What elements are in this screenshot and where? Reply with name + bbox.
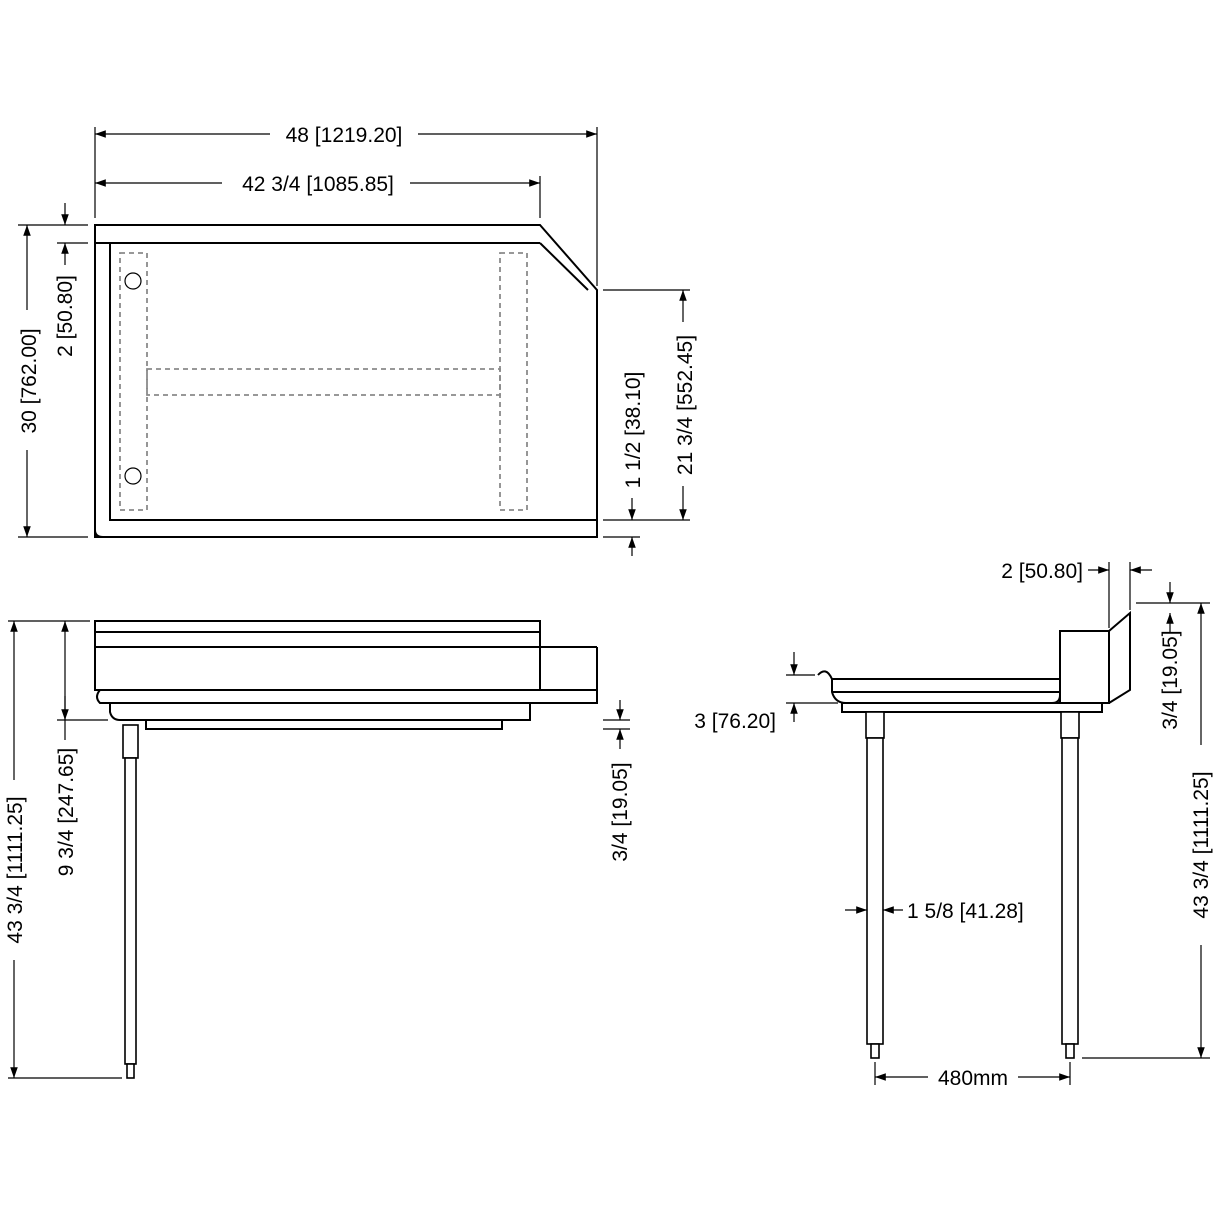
dim-splash-thickness: 2 [50.80] xyxy=(1001,560,1083,583)
front-view: 43 3/4 [1111.25] 9 3/4 [247.65] 3/4 [19.… xyxy=(4,620,632,1079)
backsplash-return xyxy=(1108,610,1131,704)
dim-height-overall-right: 43 3/4 [1111.25] xyxy=(1190,771,1213,918)
undershelf-channel xyxy=(145,719,503,730)
leg-front xyxy=(124,757,137,1065)
dim-height-overall-left: 43 3/4 [1111.25] xyxy=(4,796,27,943)
leg-side-right-foot xyxy=(1065,1043,1075,1059)
leg-hole-top xyxy=(124,272,142,290)
leg-side-left-foot xyxy=(870,1043,880,1059)
hidden-crossbar xyxy=(146,368,501,396)
leg-side-right-collar xyxy=(1060,711,1080,739)
trough-profile xyxy=(817,670,1061,704)
backsplash-side xyxy=(1059,630,1110,704)
leg-side-left xyxy=(866,737,884,1045)
table-top-front xyxy=(96,689,598,704)
dim-lip-left: 3/4 [19.05] xyxy=(609,762,632,861)
leg-side-left-collar xyxy=(865,711,885,739)
hidden-leg-frame-right xyxy=(499,252,528,511)
basin-outline xyxy=(109,243,597,521)
side-view: 2 [50.80] 3 [76.20] 3/4 [19.05] 43 3/4 [… xyxy=(694,560,1213,1090)
dim-front-depth: 21 3/4 [552.45] xyxy=(674,335,697,475)
dim-leg-spacing: 480mm xyxy=(938,1067,1008,1090)
dim-depth-overall: 30 [762.00] xyxy=(18,328,41,433)
dim-height-undershelf: 9 3/4 [247.65] xyxy=(55,748,78,876)
leg-hole-bottom xyxy=(124,467,142,485)
hidden-leg-frame-left xyxy=(119,252,148,511)
leg-side-right xyxy=(1061,737,1079,1045)
leg-front-foot xyxy=(126,1063,135,1079)
dim-backsplash-depth: 2 [50.80] xyxy=(54,275,77,357)
dim-lip-right: 3/4 [19.05] xyxy=(1159,630,1182,729)
dim-trough-depth: 3 [76.20] xyxy=(694,710,776,733)
dim-leg-diameter: 1 5/8 [41.28] xyxy=(907,900,1024,923)
front-corner xyxy=(94,520,104,538)
basin-underside xyxy=(109,703,531,721)
top-view: 48 [1219.20] 42 3/4 [1085.85] 30 [762.00… xyxy=(18,124,697,556)
dim-width-overall: 48 [1219.20] xyxy=(286,124,403,147)
leg-front-collar xyxy=(122,724,139,759)
side-frame xyxy=(841,702,1103,713)
backsplash-bevel xyxy=(539,242,589,291)
dim-width-top: 42 3/4 [1085.85] xyxy=(242,173,394,196)
table-outline xyxy=(94,224,598,538)
dim-front-lip: 1 1/2 [38.10] xyxy=(622,372,645,489)
